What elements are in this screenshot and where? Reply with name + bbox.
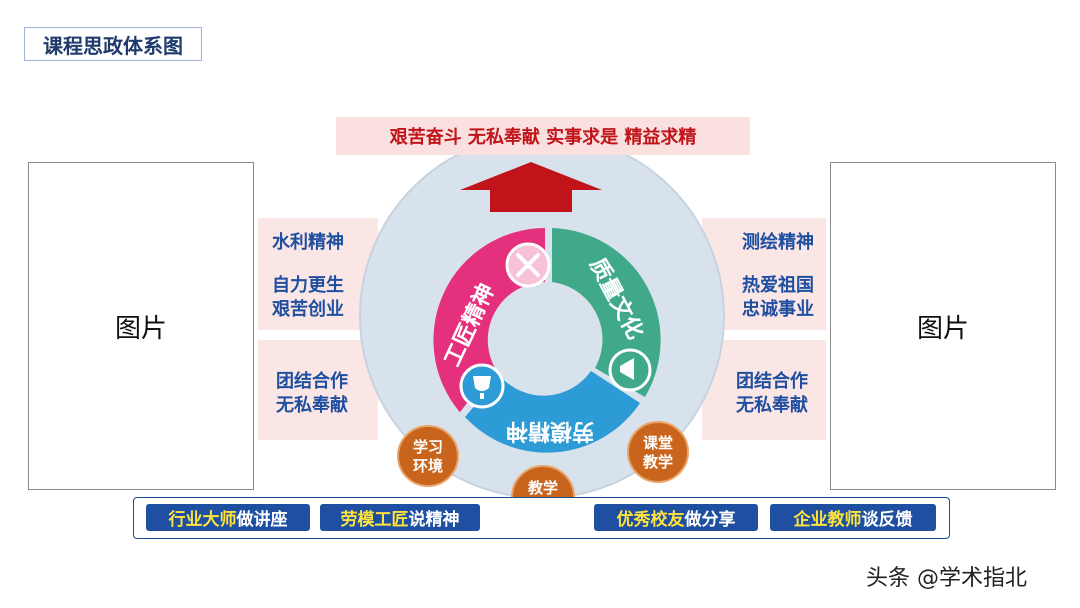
left-image-placeholder: 图片: [28, 162, 254, 490]
left-spirit-self-reliance: 自力更生: [272, 275, 344, 296]
activity-3-rest: 做分享: [684, 510, 736, 530]
circle-learning-line2: 环境: [413, 457, 443, 475]
circle-classroom-line1: 课堂: [643, 434, 673, 452]
right-spirit-surveying: 测绘精神: [742, 232, 814, 253]
right-spirit-patriotism: 热爱祖国: [742, 275, 814, 296]
activity-1-highlight: 行业大师: [168, 510, 237, 530]
activity-2-highlight: 劳模工匠: [340, 510, 409, 530]
circle-resources-line1: 教学: [527, 479, 558, 497]
page-title: 课程思政体系图: [24, 27, 202, 61]
activity-master-lecture: 行业大师做讲座: [146, 504, 310, 531]
activity-3-highlight: 优秀校友: [616, 510, 685, 530]
right-band-lower: [702, 340, 826, 440]
left-spirit-water: 水利精神: [272, 232, 344, 253]
activity-model-worker-talk: 劳模工匠说精神: [320, 504, 480, 531]
activity-2-rest: 说精神: [408, 510, 460, 530]
up-arrow-icon: [460, 162, 602, 212]
ring-diagram: 工匠精神 质量文化 劳模精神: [433, 228, 661, 453]
bottom-activity-bar: 行业大师做讲座 劳模工匠说精神 优秀校友做分享 企业教师谈反馈: [133, 497, 950, 539]
activity-alumni-share: 优秀校友做分享: [594, 504, 758, 531]
circle-classroom-line2: 教学: [642, 453, 673, 471]
ring-segment-model-worker: [465, 371, 640, 453]
left-band-lower: [258, 340, 378, 440]
top-banner: 艰苦奋斗 无私奉献 实事求是 精益求精: [336, 117, 750, 155]
label-model-worker-spirit: 劳模精神: [506, 418, 594, 444]
left-band-upper: [258, 218, 378, 330]
activity-4-rest: 谈反馈: [861, 510, 913, 530]
circle-learning-line1: 学习: [413, 438, 443, 456]
circle-classroom-teaching: 课堂 教学: [627, 421, 689, 483]
right-spirit-devotion: 无私奉献: [736, 395, 808, 416]
left-spirit-devotion: 无私奉献: [276, 395, 348, 416]
watermark: 头条 @学术指北: [866, 566, 1027, 591]
activity-1-rest: 做讲座: [236, 510, 288, 530]
right-spirit-loyalty: 忠诚事业: [742, 299, 814, 320]
right-spirit-unity: 团结合作: [736, 371, 808, 392]
activity-enterprise-feedback: 企业教师谈反馈: [770, 504, 936, 531]
circle-learning-environment: 学习 环境: [397, 425, 459, 487]
activity-4-highlight: 企业教师: [793, 510, 862, 530]
left-spirit-hard-work: 艰苦创业: [272, 299, 344, 320]
right-image-placeholder: 图片: [830, 162, 1056, 490]
left-spirit-unity: 团结合作: [276, 371, 348, 392]
